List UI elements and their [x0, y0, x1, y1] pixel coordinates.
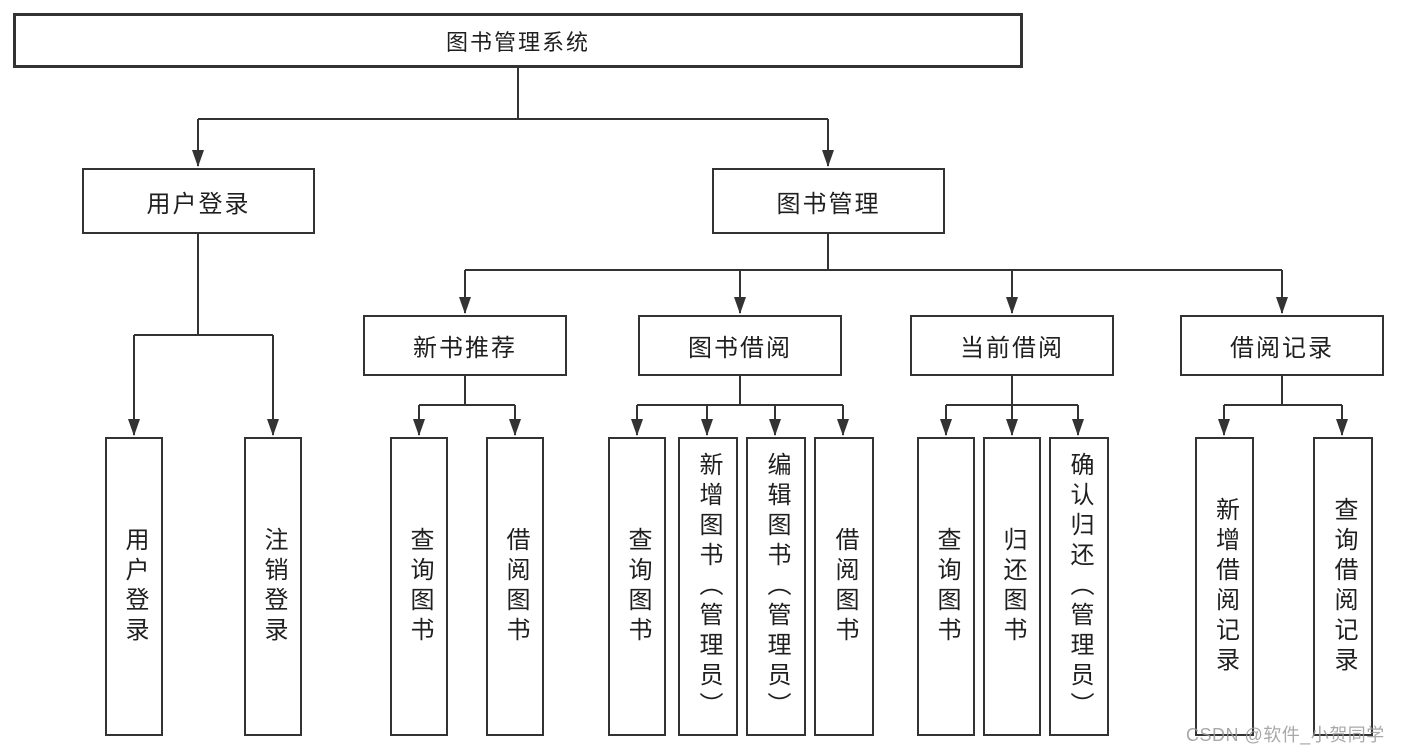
leaf-recommend-borrow-books: 借阅图书 — [486, 437, 544, 736]
node-label: 新书推荐 — [413, 335, 517, 362]
leaf-add-borrow-record: 新增借阅记录 — [1195, 437, 1254, 736]
node-borrow-records: 借阅记录 — [1180, 315, 1384, 376]
leaf-logout: 注销登录 — [244, 437, 302, 736]
node-label: 图书借阅 — [688, 335, 792, 362]
node-label: 新增图书（管理员） — [695, 451, 722, 722]
node-current-borrowing: 当前借阅 — [910, 315, 1114, 376]
node-system-root: 图书管理系统 — [13, 13, 1023, 68]
node-label: 查询图书 — [406, 526, 433, 647]
node-book-management: 图书管理 — [712, 168, 945, 234]
node-label: 确认归还（管理员） — [1066, 451, 1093, 722]
node-label: 借阅记录 — [1230, 335, 1334, 362]
node-label: 查询图书 — [933, 526, 960, 647]
leaf-confirm-return-admin: 确认归还（管理员） — [1049, 437, 1109, 736]
leaf-return-books: 归还图书 — [983, 437, 1041, 736]
leaf-borrowing-borrow-books: 借阅图书 — [814, 437, 874, 736]
node-label: 当前借阅 — [960, 335, 1064, 362]
node-label: 归还图书 — [999, 526, 1026, 647]
leaf-query-borrow-record: 查询借阅记录 — [1313, 437, 1373, 736]
node-label: 注销登录 — [260, 526, 287, 647]
node-user-login: 用户登录 — [82, 168, 315, 234]
leaf-edit-books-admin: 编辑图书（管理员） — [746, 437, 806, 736]
leaf-add-books-admin: 新增图书（管理员） — [678, 437, 738, 736]
node-label: 用户登录 — [146, 190, 251, 218]
node-new-book-recommend: 新书推荐 — [363, 315, 567, 376]
csdn-watermark: CSDN @软件_小贺同学 — [1186, 725, 1385, 745]
leaf-borrowing-query-books: 查询图书 — [608, 437, 666, 736]
node-label: 图书管理 — [776, 190, 881, 218]
node-label: 查询图书 — [624, 526, 651, 647]
leaf-user-login: 用户登录 — [105, 437, 163, 736]
node-label: 用户登录 — [121, 526, 148, 647]
leaf-recommend-query-books: 查询图书 — [390, 437, 448, 736]
leaf-current-query-books: 查询图书 — [917, 437, 975, 736]
node-label: 编辑图书（管理员） — [763, 451, 790, 722]
node-label: 查询借阅记录 — [1330, 496, 1357, 677]
node-book-borrowing: 图书借阅 — [638, 315, 842, 376]
node-label: 图书管理系统 — [445, 29, 590, 55]
node-label: 借阅图书 — [502, 526, 529, 647]
node-label: 借阅图书 — [831, 526, 858, 647]
node-label: 新增借阅记录 — [1211, 496, 1239, 677]
